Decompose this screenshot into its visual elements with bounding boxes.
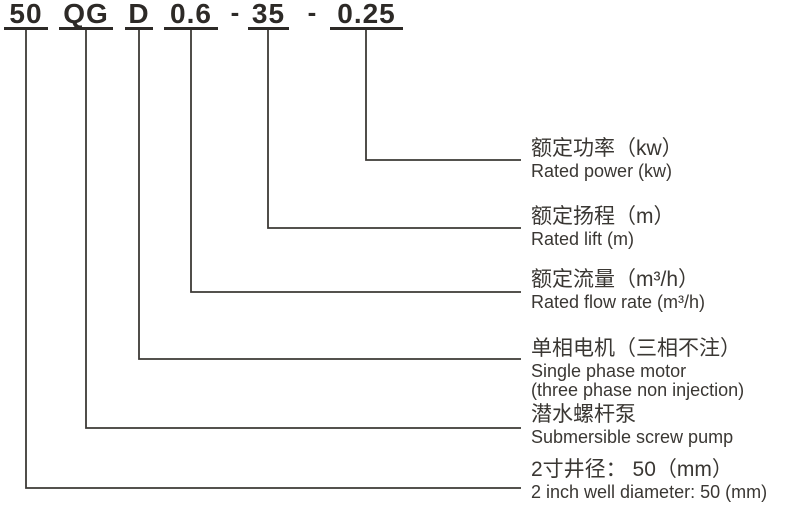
connector-pump-type — [85, 30, 521, 429]
code-segment-motor-phase: D — [125, 0, 153, 30]
label-rated-flow: 额定流量（m³/h） Rated flow rate (m³/h) — [531, 267, 705, 312]
code-segment-pump-type: QG — [59, 0, 113, 30]
connector-rated-lift — [267, 30, 521, 229]
code-segment-rated-lift: 35 — [248, 0, 289, 30]
code-segment-well-diameter: 50 — [4, 0, 48, 30]
code-segment-rated-flow: 0.6 — [164, 0, 218, 30]
label-well-diameter: 2寸井径： 50（mm） 2 inch well diameter: 50 (m… — [531, 457, 767, 502]
label-well-diameter-en: 2 inch well diameter: 50 (mm) — [531, 482, 768, 502]
connector-rated-flow — [190, 30, 521, 293]
label-rated-lift-en: Rated lift (m) — [531, 229, 635, 249]
label-rated-flow-en: Rated flow rate (m³/h) — [531, 292, 706, 312]
code-separator-dash: - — [307, 0, 317, 27]
label-motor-phase-en2: (three phase non injection) — [531, 380, 745, 400]
label-rated-lift: 额定扬程（m） Rated lift (m) — [531, 204, 675, 249]
label-pump-type: 潜水螺杆泵 Submersible screw pump — [531, 402, 733, 447]
connector-well-diameter — [25, 30, 521, 489]
connector-rated-power — [365, 30, 521, 161]
label-pump-type-zh: 潜水螺杆泵 — [531, 403, 636, 426]
label-rated-lift-zh: 额定扬程（m） — [531, 205, 675, 228]
label-rated-power-zh: 额定功率（kw） — [531, 137, 683, 160]
label-well-diameter-zh: 2寸井径： 50（mm） — [531, 458, 733, 481]
label-motor-phase: 单相电机（三相不注） Single phase motor (three pha… — [531, 336, 744, 400]
label-rated-power-en: Rated power (kw) — [531, 161, 673, 181]
code-separator-dash: - — [230, 0, 240, 27]
label-motor-phase-en: Single phase motor — [531, 361, 687, 381]
label-rated-flow-zh: 额定流量（m³/h） — [531, 268, 699, 291]
label-rated-power: 额定功率（kw） Rated power (kw) — [531, 136, 683, 181]
connector-motor-phase — [138, 30, 521, 360]
code-segment-rated-power: 0.25 — [330, 0, 403, 30]
label-pump-type-en: Submersible screw pump — [531, 427, 734, 447]
label-motor-phase-zh: 单相电机（三相不注） — [531, 337, 741, 360]
